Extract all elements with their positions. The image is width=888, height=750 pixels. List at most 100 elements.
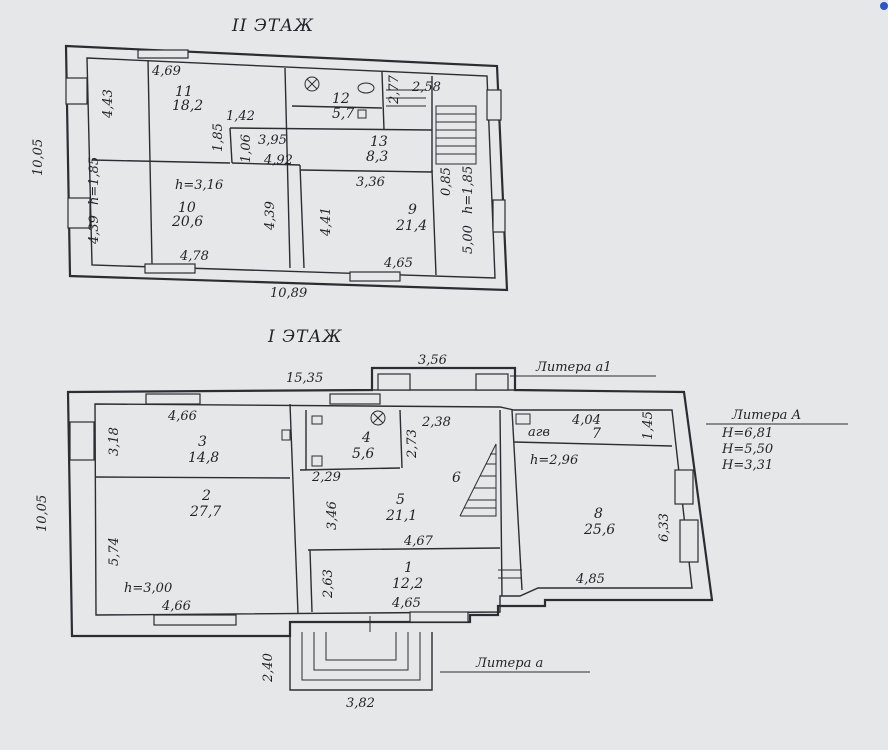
porch-a-width: 3,82: [346, 696, 375, 711]
dimension-label: h=1,85: [461, 166, 476, 214]
dimension-label: 5,00: [461, 225, 476, 254]
floor-1-plan: I ЭТАЖ: [35, 327, 714, 711]
room-1-area: 12,2: [392, 576, 423, 592]
room-5-number: 5: [396, 492, 405, 508]
dimension-label: 4,65: [391, 596, 421, 611]
dimension-label: 4,04: [571, 413, 601, 428]
floor-1-overall-depth: 10,05: [35, 495, 50, 532]
height-label: Н=3,31: [721, 458, 773, 473]
dimension-label: 3,95: [258, 133, 287, 148]
dimension-label: 4,66: [167, 409, 197, 424]
litera-A-label: Литера А: [731, 408, 801, 423]
floor-2-stairs: [386, 89, 477, 165]
window: [137, 49, 189, 59]
height-label: Н=6,81: [721, 426, 773, 441]
dimension-label: 4,65: [383, 256, 413, 271]
porch-a-depth: 2,40: [261, 653, 276, 683]
dimension-label: 2,29: [311, 470, 341, 485]
dimension-label: 4,85: [575, 572, 605, 587]
dimension-label: 4,41: [319, 207, 334, 237]
marker-dot-icon: [880, 2, 888, 10]
dimension-label: 3,36: [356, 175, 385, 190]
dimension-label: h=3,16: [175, 178, 223, 193]
dimension-label: 2,38: [421, 415, 451, 430]
litera-a-label: Литера а: [475, 656, 543, 671]
dimension-label: 2,73: [405, 429, 420, 459]
window: [65, 77, 88, 105]
boiler-icon: [515, 413, 531, 425]
dimension-label: 2,77: [387, 74, 402, 105]
floor-1-overall-width: 15,35: [286, 371, 323, 386]
porch-a1-width: 3,56: [418, 353, 447, 368]
window: [679, 519, 699, 563]
dimension-label: 4,78: [179, 249, 209, 264]
dimension-label: 3,46: [325, 501, 340, 530]
fixture-icon: [311, 455, 323, 467]
floor-2-overall-depth: 10,05: [31, 139, 46, 176]
dimension-label: 1,06: [239, 134, 254, 163]
window: [144, 263, 196, 274]
room-2-number: 2: [201, 488, 211, 504]
dimension-label: h=3,00: [124, 581, 172, 596]
window: [674, 469, 694, 505]
fixture-icon: [357, 109, 367, 119]
window: [329, 393, 381, 405]
porch-a: [289, 616, 433, 691]
floor-1-stairs: [459, 443, 522, 579]
dimension-label: 3,18: [107, 427, 122, 456]
floor-2-title: II ЭТАЖ: [231, 16, 314, 36]
dimension-label: агв: [528, 425, 550, 440]
dimension-label: 4,69: [151, 64, 181, 79]
dimension-label: 1,45: [641, 411, 656, 440]
room-5-area: 21,1: [385, 508, 417, 524]
dimension-label: 0,85: [439, 167, 454, 196]
window: [69, 421, 95, 461]
window: [67, 197, 91, 229]
window: [153, 614, 237, 626]
floor-1-title: I ЭТАЖ: [267, 327, 342, 347]
room-7-number: 7: [592, 426, 601, 442]
room-10-number: 10: [178, 200, 196, 216]
window: [475, 373, 509, 391]
fixture-icon: [281, 429, 291, 441]
litera-labels: Литера а1 Литера А Н=6,81 Н=5,50 Н=3,31 …: [440, 360, 848, 673]
room-1-number: 1: [404, 560, 413, 576]
dimension-label: 4,67: [403, 534, 434, 549]
floor-2-plan: II ЭТАЖ: [31, 16, 509, 301]
dimension-label: 4,92: [263, 153, 293, 168]
room-4-number: 4: [361, 430, 371, 446]
dimension-label: 6,33: [657, 513, 672, 542]
room-10-area: 20,6: [171, 214, 203, 230]
dimension-label: 1,42: [226, 109, 255, 124]
room-13-area: 8,3: [366, 149, 388, 165]
room-2-area: 27,7: [189, 504, 221, 520]
litera-a1-label: Литера а1: [535, 360, 611, 375]
toilet-icon: [357, 82, 375, 94]
room-12-number: 12: [332, 91, 350, 107]
floor-2-inner-wall: [86, 57, 496, 279]
sink-icon: [370, 410, 386, 426]
room-13-number: 13: [370, 134, 388, 150]
floor-2-overall-width: 10,89: [270, 286, 307, 301]
dimension-label: 4,39: [263, 201, 278, 231]
dimension-label: h=2,96: [530, 453, 578, 468]
floor-1-inner-wall: [94, 403, 693, 616]
window: [145, 393, 201, 405]
room-11-area: 18,2: [172, 98, 203, 114]
dimension-label: 4,66: [161, 599, 191, 614]
dimension-label: 2,63: [321, 569, 336, 599]
dimension-label: 4,43: [101, 89, 116, 119]
dimension-label: 4,39: [87, 215, 102, 245]
dimension-label: 2,58: [411, 80, 441, 95]
room-6-number: 6: [452, 470, 461, 486]
sink-icon: [304, 76, 320, 92]
room-3-number: 3: [198, 434, 207, 450]
dimension-label: h=1,85: [87, 157, 102, 205]
window: [349, 271, 401, 282]
porch-a1: [371, 367, 516, 391]
fixture-icon: [311, 415, 323, 425]
room-9-area: 21,4: [395, 218, 427, 234]
room-8-area: 25,6: [583, 522, 615, 538]
room-9-number: 9: [408, 202, 417, 218]
